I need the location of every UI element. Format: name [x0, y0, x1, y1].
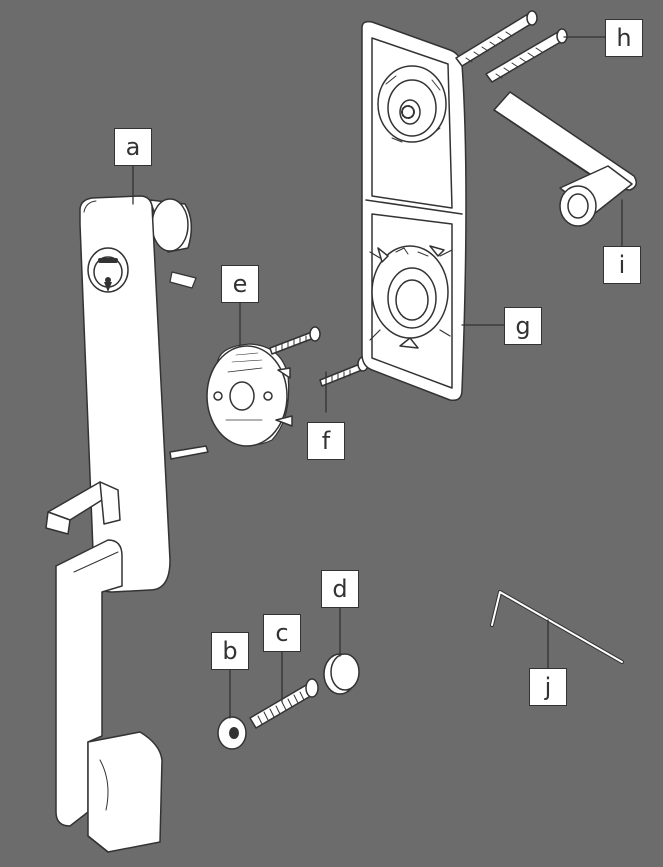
- part-c-screw: [249, 678, 319, 729]
- callout-i: i: [603, 246, 641, 284]
- part-g-interior-plate: [361, 20, 467, 402]
- part-f-mounting-screws: [269, 326, 369, 387]
- callout-b: b: [211, 632, 249, 670]
- callout-g: g: [504, 307, 542, 345]
- part-i-interior-lever: [493, 91, 637, 227]
- callout-a: a: [114, 128, 152, 166]
- part-a-exterior-handleset: [45, 195, 209, 853]
- leader-lines: [132, 36, 623, 719]
- callout-j: j: [529, 668, 567, 706]
- callout-c: c: [263, 614, 301, 652]
- part-h-through-bolts: [455, 10, 568, 83]
- part-b-washer: [217, 716, 247, 750]
- callout-d: d: [321, 570, 359, 608]
- part-d-cap: [323, 653, 360, 695]
- part-j-hex-wrench: [490, 590, 624, 664]
- callout-f: f: [307, 422, 345, 460]
- callout-h: h: [605, 19, 643, 57]
- callout-e: e: [221, 265, 259, 303]
- part-e-mounting-plate: [206, 343, 293, 447]
